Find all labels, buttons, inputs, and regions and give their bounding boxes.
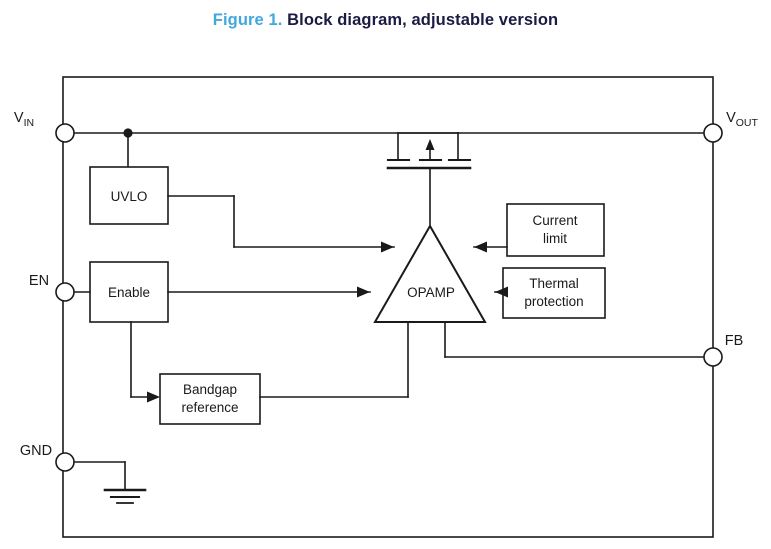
block-current-limit: [506, 203, 605, 257]
arrowhead-current-limit-to-opamp: [474, 241, 487, 253]
block-label-opamp: OPAMP: [407, 285, 455, 300]
pin-terminal-en[interactable]: [55, 282, 75, 302]
block-label-uvlo: UVLO: [111, 189, 148, 204]
pin-terminal-vout[interactable]: [703, 123, 723, 143]
figure-caption: Block diagram, adjustable version: [287, 11, 559, 29]
block-label-enable: Enable: [108, 285, 150, 300]
block-bandgap-reference: [159, 373, 261, 425]
block-opamp: [373, 223, 487, 323]
junction-dot-vin: [123, 128, 133, 138]
block-label-current-limit-line1: Current: [532, 213, 577, 228]
pin-label-fb: FB: [725, 333, 744, 349]
arrowhead-thermal-to-opamp: [495, 286, 508, 298]
block-label-bandgap-line1: Bandgap: [183, 382, 237, 397]
pin-terminal-fb[interactable]: [703, 347, 723, 367]
pin-label-gnd: GND: [20, 443, 52, 459]
figure-title: Figure 1. Block diagram, adjustable vers…: [0, 11, 771, 30]
arrowhead-to-bandgap: [147, 391, 160, 403]
pin-label-vout: VOUT: [726, 110, 758, 129]
pin-label-en: EN: [29, 273, 49, 289]
pin-terminal-vin[interactable]: [55, 123, 75, 143]
figure-number: Figure 1.: [212, 11, 283, 29]
arrowhead-uvlo-to-opamp: [381, 241, 394, 253]
block-label-current-limit-line2: limit: [543, 231, 567, 246]
block-label-thermal-line2: protection: [524, 294, 583, 309]
block-label-thermal-line1: Thermal: [529, 276, 579, 291]
pin-terminal-gnd[interactable]: [55, 452, 75, 472]
block-thermal-protection: [502, 267, 606, 319]
pin-label-vin: VIN: [14, 110, 34, 129]
arrowhead-enable-to-opamp: [357, 286, 370, 298]
arrowhead-mosfet-body: [425, 139, 435, 150]
block-label-bandgap-line2: reference: [181, 400, 238, 415]
